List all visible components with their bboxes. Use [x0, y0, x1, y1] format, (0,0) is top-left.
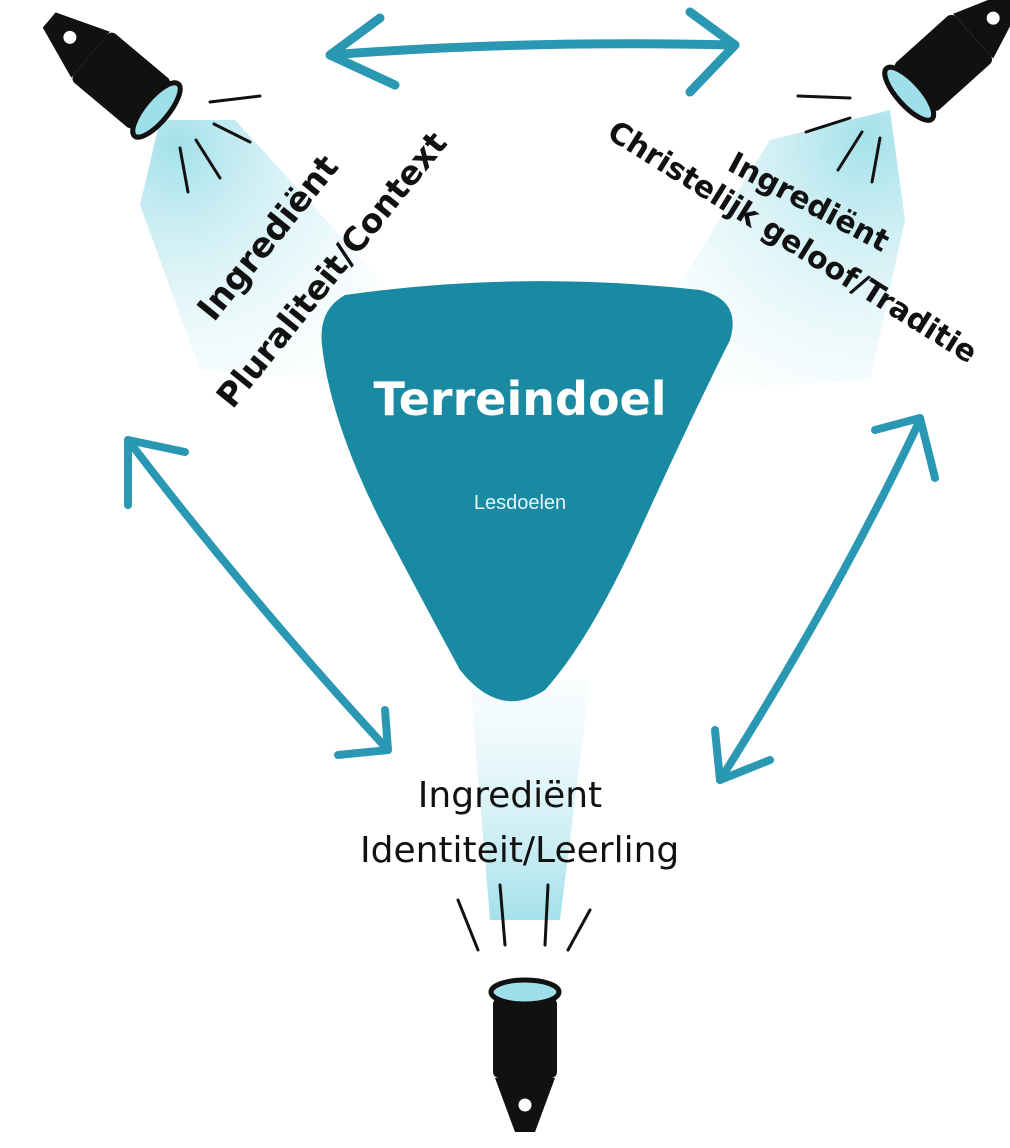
- terreindoel-shape: [321, 281, 733, 702]
- center-subtitle: Lesdoelen: [473, 492, 567, 514]
- double-arrow-right: [711, 414, 939, 784]
- spotlight-icon: [42, 12, 262, 194]
- light-beam-bottom: [470, 680, 590, 920]
- ingredient-name-bottom: Identiteit/Leerling: [360, 830, 680, 871]
- ingredient-heading-bottom: Ingrediënt: [417, 775, 603, 816]
- double-arrow-top: [325, 7, 740, 97]
- double-arrow-left: [124, 436, 392, 759]
- spotlight-icon: [456, 883, 592, 1132]
- spotlight-icon: [796, 0, 1010, 184]
- center-title: Terreindoel: [373, 372, 667, 426]
- light-beam-left: [140, 120, 385, 380]
